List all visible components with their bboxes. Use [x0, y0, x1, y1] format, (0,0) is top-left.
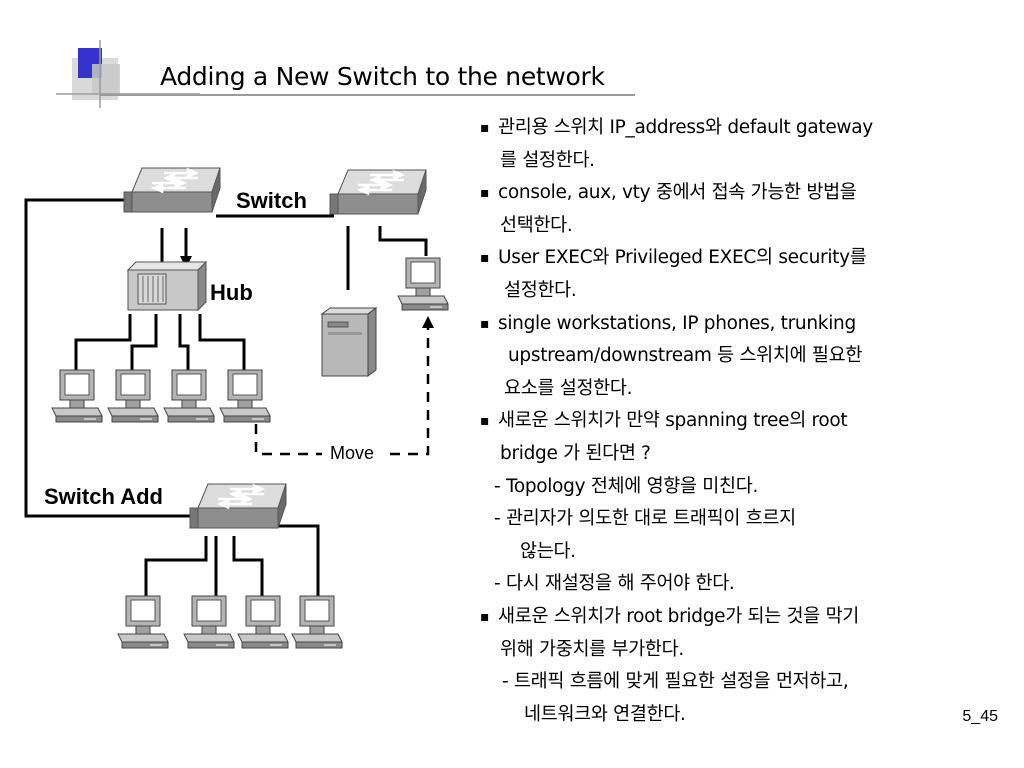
bullet-continuation: upstream/downstream 등 스위치에 필요한: [508, 345, 863, 367]
network-diagram: Switch Hub Switch Add Move: [24, 166, 449, 649]
bullet-continuation: 선택한다.: [500, 214, 573, 236]
sub-item: - 다시 재설정을 해 주어야 한다.: [494, 573, 735, 595]
bullet-line: User EXEC와 Privileged EXEC의 security를: [480, 242, 1000, 275]
cable-hub-to-pcs: [74, 314, 132, 370]
server-icon[interactable]: [321, 307, 377, 377]
sub-item: - Topology 전체에 영향을 미친다.: [494, 475, 759, 497]
cable-switch1-to-switch-add: [24, 198, 190, 518]
bullet-line: single workstations, IP phones, trunking: [480, 308, 1000, 341]
bullet-line: 새로운 스위치가 root bridge가 되는 것을 막기: [480, 601, 1000, 634]
title-underline: [100, 94, 635, 96]
move-path: [254, 326, 430, 456]
bullet-continuation: 위해 가중치를 부가한다.: [500, 638, 684, 660]
bullet-continuation: 요소를 설정한다.: [504, 377, 633, 399]
cable-switch2-to-pc: [378, 226, 428, 256]
pc-icon[interactable]: [163, 369, 215, 423]
switch-icon[interactable]: [188, 482, 288, 530]
bullet-continuation: bridge 가 된다면 ?: [500, 442, 651, 464]
switch-add-label: Switch Add: [44, 484, 163, 509]
pc-icon[interactable]: [237, 595, 289, 649]
pc-icon[interactable]: [219, 369, 271, 423]
cable-switchadd-to-pcs: [144, 536, 208, 598]
bullet-continuation: 설정한다.: [504, 279, 577, 301]
sub-item-continuation: 네트워크와 연결한다.: [524, 703, 686, 725]
bullet-continuation: 를 설정한다.: [500, 149, 595, 171]
bullet-list: 관리용 스위치 IP_address와 default gateway 를 설정…: [480, 112, 1000, 731]
switch-icon[interactable]: [328, 168, 428, 216]
bullet-line: 관리용 스위치 IP_address와 default gateway: [480, 112, 1000, 145]
switch-icon[interactable]: [122, 166, 222, 214]
pc-icon[interactable]: [51, 369, 103, 423]
move-arrow-icon: [422, 316, 434, 328]
sub-item-continuation: 않는다.: [520, 540, 576, 562]
sub-item: - 관리자가 의도한 대로 트래픽이 흐르지: [494, 508, 796, 530]
switch-label: Switch: [236, 188, 307, 213]
hub-icon[interactable]: [127, 261, 207, 311]
bullet-line: 새로운 스위치가 만약 spanning tree의 root: [480, 405, 1000, 438]
pc-icon[interactable]: [397, 257, 449, 311]
pc-icon[interactable]: [183, 595, 235, 649]
pc-icon[interactable]: [291, 595, 343, 649]
page-number: 5_45: [962, 708, 998, 725]
hub-label: Hub: [210, 280, 253, 305]
pc-icon[interactable]: [107, 369, 159, 423]
pc-icon[interactable]: [117, 595, 169, 649]
move-label: Move: [330, 443, 374, 463]
slide-title: Adding a New Switch to the network: [160, 62, 605, 91]
bullet-line: console, aux, vty 중에서 접속 가능한 방법을: [480, 177, 1000, 210]
title-decoration: [56, 40, 200, 108]
sub-item: - 트래픽 흐름에 맞게 필요한 설정을 먼저하고,: [502, 671, 849, 693]
